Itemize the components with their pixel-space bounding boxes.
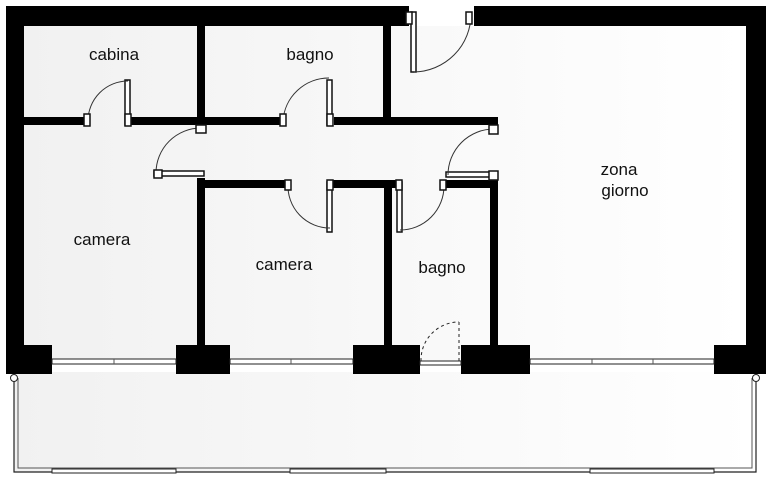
label-giorno: giorno bbox=[601, 181, 648, 200]
pier-3 bbox=[353, 345, 420, 374]
zona-giorno-door bbox=[445, 124, 499, 181]
entrance-door bbox=[405, 11, 473, 73]
wall-top-left bbox=[6, 6, 409, 26]
pier-2 bbox=[176, 345, 230, 374]
camera-center-door bbox=[284, 179, 334, 233]
cabina-door bbox=[83, 79, 132, 127]
wall-camera-divider bbox=[197, 178, 205, 348]
wall-corridor-top-3 bbox=[334, 117, 498, 125]
windows bbox=[51, 358, 715, 366]
interior-walls bbox=[24, 26, 498, 348]
bagno-top-door bbox=[279, 77, 334, 127]
label-cabina: cabina bbox=[89, 45, 140, 64]
window-3 bbox=[419, 360, 462, 366]
pier-4 bbox=[461, 345, 530, 374]
wall-corridor-bottom-2 bbox=[332, 180, 400, 188]
exterior-walls bbox=[6, 6, 766, 374]
terrace-door bbox=[420, 321, 460, 362]
bagno-small-door bbox=[395, 179, 447, 233]
terrace-post-left bbox=[10, 374, 18, 382]
window-4 bbox=[529, 358, 715, 365]
terrace-post-right bbox=[752, 374, 760, 382]
wall-corridor-top-2 bbox=[130, 117, 282, 125]
terrace-rail-2 bbox=[289, 468, 387, 474]
label-camera-center: camera bbox=[256, 255, 313, 274]
wall-bagno-right bbox=[383, 26, 391, 118]
wall-top-right bbox=[474, 6, 766, 26]
doors bbox=[83, 11, 499, 362]
wall-right bbox=[746, 6, 766, 374]
pier-5 bbox=[714, 345, 766, 374]
wall-bagno-small-right bbox=[490, 186, 498, 346]
room-labels: cabina bagno zona giorno camera camera b… bbox=[74, 45, 649, 277]
wall-corridor-bottom-1 bbox=[197, 180, 288, 188]
wall-cabina-bagno bbox=[197, 26, 205, 126]
wall-corridor-bottom-3 bbox=[444, 180, 498, 188]
label-camera-left: camera bbox=[74, 230, 131, 249]
pier-1 bbox=[6, 345, 52, 374]
terrace-rail-1 bbox=[51, 468, 177, 474]
wall-camera-bagno bbox=[384, 186, 392, 346]
wall-corridor-top-1 bbox=[24, 117, 88, 125]
terrace bbox=[10, 374, 760, 474]
terrace-rail-3 bbox=[589, 468, 715, 474]
label-bagno-small: bagno bbox=[418, 258, 465, 277]
label-bagno-top: bagno bbox=[286, 45, 333, 64]
label-zona: zona bbox=[601, 160, 638, 179]
terrace-area bbox=[14, 372, 756, 472]
wall-left bbox=[6, 6, 24, 374]
camera-left-door bbox=[153, 124, 207, 179]
